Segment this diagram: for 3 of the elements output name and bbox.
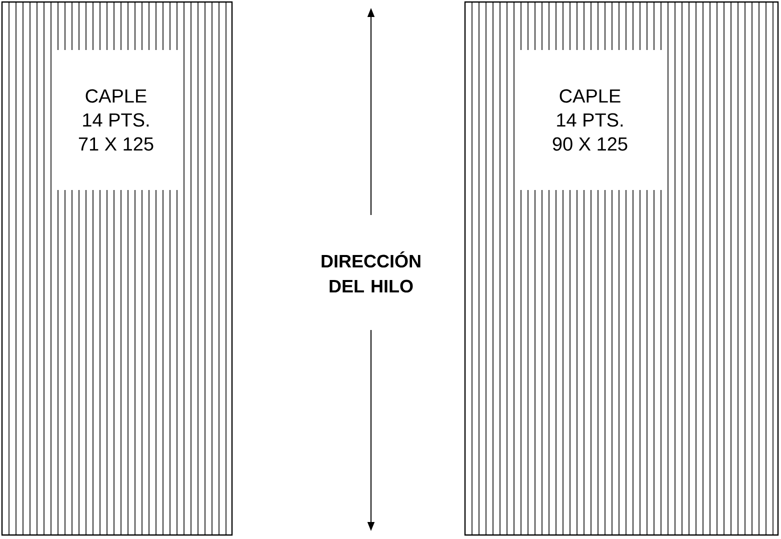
sheet-drawing: CAPLE 14 PTS. 71 X 125 — [1, 1, 233, 536]
direction-label: DIRECCIÓN DEL HILO — [322, 251, 420, 293]
sheet-drawing: CAPLE 14 PTS. 90 X 125 — [464, 1, 779, 536]
